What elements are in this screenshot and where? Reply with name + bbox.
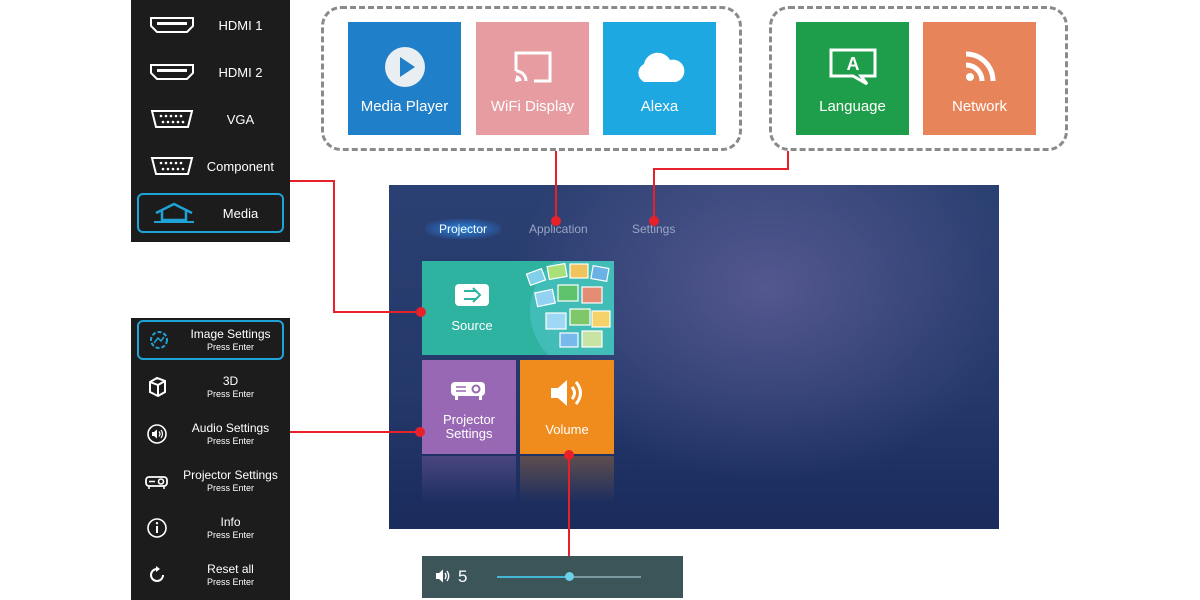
- settings-item-title: 3D: [222, 373, 239, 388]
- source-item-label: Component: [206, 158, 274, 174]
- tile-projector-settings[interactable]: Projector Settings: [422, 360, 516, 454]
- source-item-label: VGA: [226, 111, 255, 127]
- tile-volume-label: Volume: [545, 422, 589, 437]
- settings-item-reset[interactable]: Reset all Press Enter: [137, 555, 284, 595]
- cloud-icon: [632, 42, 688, 92]
- callout-line: [653, 168, 655, 221]
- callout-dot: [415, 427, 425, 437]
- hdmi-port-icon: [137, 63, 207, 81]
- tile-source-label: Source: [451, 318, 493, 333]
- callout-line: [290, 180, 334, 182]
- settings-item-hint: Press Enter: [206, 341, 255, 352]
- source-item-media[interactable]: Media: [137, 193, 284, 233]
- source-menu: HDMI 1 HDMI 2 VGA Component Media: [131, 0, 290, 242]
- source-item-label: Media: [222, 205, 259, 221]
- source-item-vga[interactable]: VGA: [137, 99, 284, 139]
- tile-reflection: [422, 456, 516, 502]
- vga-port-icon: [137, 109, 207, 129]
- app-tile-label: Media Player: [360, 98, 449, 115]
- source-item-hdmi1[interactable]: HDMI 1: [137, 5, 284, 45]
- source-item-label: HDMI 2: [218, 64, 263, 80]
- play-icon: [383, 42, 427, 92]
- tile-reflection: [520, 456, 614, 502]
- component-port-icon: [137, 156, 207, 176]
- home-icon: [139, 202, 209, 224]
- settings-item-image[interactable]: Image Settings Press Enter: [137, 320, 284, 360]
- settings-item-hint: Press Enter: [206, 482, 255, 493]
- app-tile-wifi-display[interactable]: WiFi Display: [476, 22, 589, 135]
- app-tile-media-player[interactable]: Media Player: [348, 22, 461, 135]
- projector-icon: [137, 472, 177, 490]
- callout-line: [333, 180, 335, 313]
- info-icon: [137, 517, 177, 539]
- volume-value: 5: [458, 567, 468, 586]
- language-icon: A: [827, 42, 879, 92]
- callout-line: [653, 168, 789, 170]
- speaker-icon: [434, 568, 452, 589]
- tile-volume[interactable]: Volume: [520, 360, 614, 454]
- app-tile-alexa[interactable]: Alexa: [603, 22, 716, 135]
- tile-projector-settings-label: Projector Settings: [442, 411, 496, 441]
- projector-icon: [449, 374, 489, 405]
- main-home-screen: Projector Application Settings: [389, 185, 999, 529]
- callout-dot: [416, 307, 426, 317]
- hdmi-port-icon: [137, 16, 207, 34]
- settings-apps-group: A Language Network: [769, 6, 1068, 151]
- callout-dot: [649, 216, 659, 226]
- settings-item-hint: Press Enter: [206, 435, 255, 446]
- settings-item-hint: Press Enter: [206, 388, 255, 399]
- source-media-collage: [522, 261, 614, 355]
- app-tile-network[interactable]: Network: [923, 22, 1036, 135]
- settings-item-3d[interactable]: 3D Press Enter: [137, 367, 284, 407]
- callout-line: [787, 151, 789, 170]
- application-apps-group: Media Player WiFi Display Alexa: [321, 6, 742, 151]
- volume-slider-knob[interactable]: [564, 572, 574, 581]
- settings-item-projector[interactable]: Projector Settings Press Enter: [137, 461, 284, 501]
- app-tile-label: WiFi Display: [490, 98, 575, 115]
- source-item-component[interactable]: Component: [137, 146, 284, 186]
- settings-item-info[interactable]: Info Press Enter: [137, 508, 284, 548]
- source-input-icon: [454, 283, 490, 310]
- cube-3d-icon: [137, 376, 177, 398]
- tab-application[interactable]: Application: [529, 222, 588, 236]
- reset-icon: [137, 564, 177, 586]
- callout-line: [333, 311, 421, 313]
- app-tile-label: Network: [951, 98, 1007, 115]
- volume-slider-fill: [497, 576, 569, 578]
- speaker-icon: [137, 423, 177, 445]
- app-tile-label: Language: [819, 98, 886, 115]
- settings-item-audio[interactable]: Audio Settings Press Enter: [137, 414, 284, 454]
- settings-item-title: Projector Settings: [183, 467, 278, 482]
- svg-text:A: A: [846, 54, 859, 74]
- callout-line: [290, 431, 420, 433]
- callout-line: [555, 151, 557, 221]
- settings-item-hint: Press Enter: [206, 576, 255, 587]
- settings-menu: Image Settings Press Enter 3D Press Ente…: [131, 318, 290, 600]
- settings-item-title: Image Settings: [190, 326, 271, 341]
- app-tile-label: Alexa: [640, 98, 679, 115]
- settings-item-title: Audio Settings: [191, 420, 270, 435]
- settings-item-title: Info: [220, 514, 241, 529]
- volume-osd: 5: [422, 556, 683, 598]
- settings-item-hint: Press Enter: [206, 529, 255, 540]
- source-item-hdmi2[interactable]: HDMI 2: [137, 52, 284, 92]
- source-item-label: HDMI 1: [218, 17, 263, 33]
- tab-settings[interactable]: Settings: [632, 222, 676, 236]
- app-tile-language[interactable]: A Language: [796, 22, 909, 135]
- callout-dot: [551, 216, 561, 226]
- cast-icon: [512, 42, 554, 92]
- speaker-icon: [547, 377, 587, 412]
- tab-projector[interactable]: Projector: [425, 219, 502, 239]
- settings-item-title: Reset all: [207, 561, 254, 576]
- network-icon: [962, 42, 998, 92]
- image-settings-icon: [139, 329, 179, 351]
- tile-source[interactable]: Source: [422, 261, 614, 355]
- callout-line: [568, 454, 570, 556]
